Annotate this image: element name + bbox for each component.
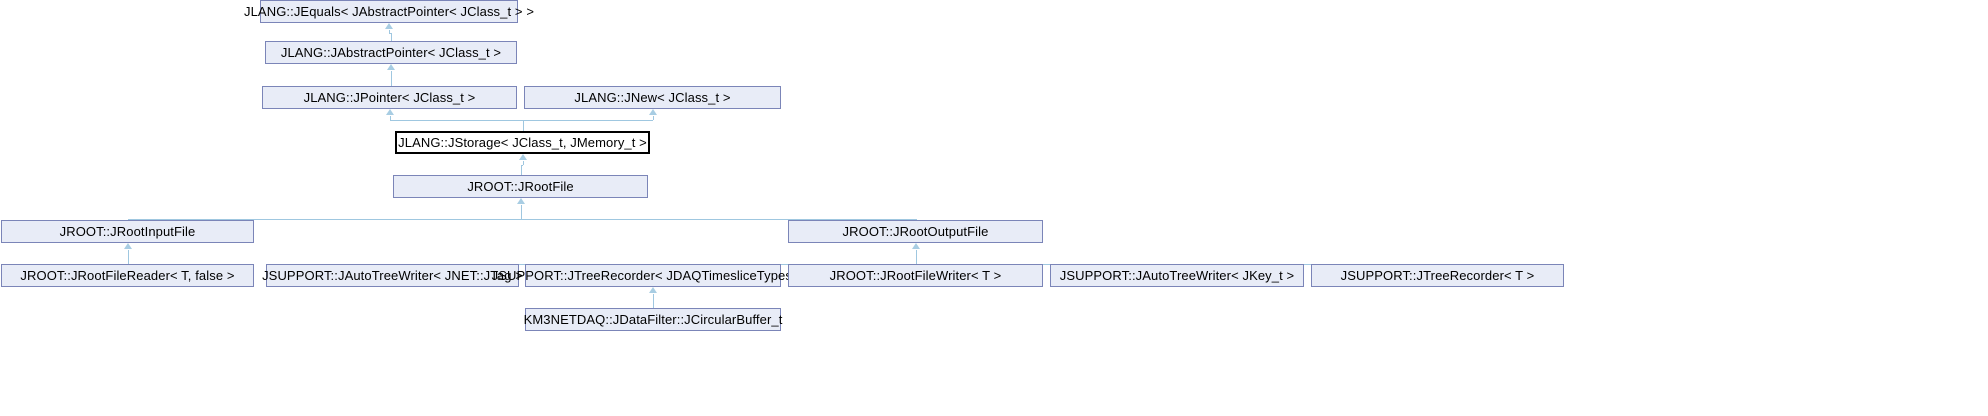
inheritance-arrowhead xyxy=(517,198,525,204)
class-node-label: JSUPPORT::JAutoTreeWriter< JKey_t > xyxy=(1059,268,1295,283)
inheritance-edge xyxy=(523,120,653,121)
class-node-jautotreewriter_jnet[interactable]: JSUPPORT::JAutoTreeWriter< JNET::JTag > xyxy=(262,264,523,287)
class-node-label: JSUPPORT::JTreeRecorder< T > xyxy=(1340,268,1535,283)
class-node-jrootoutputfile[interactable]: JROOT::JRootOutputFile xyxy=(788,220,1043,243)
inheritance-edge xyxy=(389,30,390,33)
inheritance-edge xyxy=(128,219,129,220)
inheritance-edge xyxy=(390,120,523,121)
class-node-label: JLANG::JEquals< JAbstractPointer< JClass… xyxy=(244,4,535,19)
class-node-jequals[interactable]: JLANG::JEquals< JAbstractPointer< JClass… xyxy=(244,0,534,23)
class-node-jabstractpointer[interactable]: JLANG::JAbstractPointer< JClass_t > xyxy=(265,41,517,64)
inheritance-arrowhead xyxy=(649,109,657,115)
inheritance-edge xyxy=(521,205,522,219)
inheritance-arrowhead xyxy=(385,23,393,29)
class-node-label: JLANG::JStorage< JClass_t, JMemory_t > xyxy=(398,135,647,150)
class-node-label: JSUPPORT::JAutoTreeWriter< JNET::JTag > xyxy=(262,268,523,283)
inheritance-edge xyxy=(916,250,917,264)
class-node-label: JROOT::JRootOutputFile xyxy=(842,224,989,239)
class-node-label: JLANG::JNew< JClass_t > xyxy=(574,90,731,105)
inheritance-edge xyxy=(916,219,917,220)
class-node-jrootfilewriter[interactable]: JROOT::JRootFileWriter< T > xyxy=(788,264,1043,287)
class-node-jstorage[interactable]: JLANG::JStorage< JClass_t, JMemory_t > xyxy=(395,131,650,154)
class-node-label: JROOT::JRootInputFile xyxy=(59,224,196,239)
inheritance-edge xyxy=(521,165,522,176)
class-node-label: JROOT::JRootFile xyxy=(467,179,574,194)
inheritance-edge xyxy=(128,219,916,220)
inheritance-edge xyxy=(653,116,654,120)
class-node-jtreerecorder_daq[interactable]: JSUPPORT::JTreeRecorder< JDAQTimesliceTy… xyxy=(492,264,814,287)
inheritance-arrowhead xyxy=(912,243,920,249)
class-node-label: JROOT::JRootFileWriter< T > xyxy=(829,268,1002,283)
class-node-jnew[interactable]: JLANG::JNew< JClass_t > xyxy=(524,86,781,109)
class-node-label: KM3NETDAQ::JDataFilter::JCircularBuffer_… xyxy=(523,312,783,327)
inheritance-arrowhead xyxy=(124,243,132,249)
class-node-label: JROOT::JRootFileReader< T, false > xyxy=(20,268,235,283)
class-node-jrootinputfile[interactable]: JROOT::JRootInputFile xyxy=(1,220,254,243)
inheritance-edge xyxy=(390,116,391,120)
class-node-jrootfilereader[interactable]: JROOT::JRootFileReader< T, false > xyxy=(1,264,254,287)
class-node-jtreerecorder_t[interactable]: JSUPPORT::JTreeRecorder< T > xyxy=(1311,264,1564,287)
class-node-label: JSUPPORT::JTreeRecorder< JDAQTimesliceTy… xyxy=(491,268,815,283)
inheritance-edge xyxy=(523,120,524,131)
inheritance-edge xyxy=(389,33,391,34)
class-node-jautotreewriter_jkey[interactable]: JSUPPORT::JAutoTreeWriter< JKey_t > xyxy=(1050,264,1304,287)
inheritance-edge xyxy=(128,250,129,264)
inheritance-edge xyxy=(523,161,524,165)
inheritance-edge xyxy=(653,294,654,308)
inheritance-edge xyxy=(391,71,392,86)
inheritance-arrowhead xyxy=(387,64,395,70)
inheritance-arrowhead xyxy=(519,154,527,160)
inheritance-arrowhead xyxy=(386,109,394,115)
class-node-label: JLANG::JAbstractPointer< JClass_t > xyxy=(280,45,502,60)
inheritance-edge xyxy=(521,165,523,166)
inheritance-arrowhead xyxy=(649,287,657,293)
class-node-jpointer[interactable]: JLANG::JPointer< JClass_t > xyxy=(262,86,517,109)
class-node-jcircularbuffer[interactable]: KM3NETDAQ::JDataFilter::JCircularBuffer_… xyxy=(524,308,782,331)
class-node-label: JLANG::JPointer< JClass_t > xyxy=(303,90,476,105)
inheritance-edge xyxy=(391,33,392,41)
class-node-jrootfile[interactable]: JROOT::JRootFile xyxy=(393,175,648,198)
